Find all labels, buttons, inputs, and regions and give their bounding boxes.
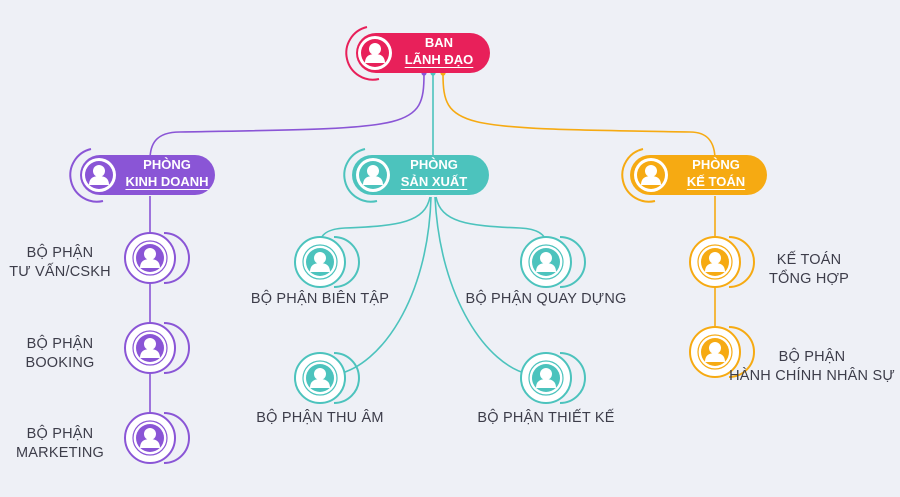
connector-production-recording	[337, 196, 432, 375]
production-title-line1: PHÒNG	[410, 157, 458, 172]
root-node[interactable]	[345, 26, 490, 81]
accounting-node[interactable]	[621, 148, 767, 203]
unit-label-sales-1: BỘ PHẬN TƯ VẤN/CSKH	[9, 245, 111, 280]
sales-title-line2: KINH DOANH	[125, 174, 209, 189]
unit-accounting-2[interactable]	[689, 326, 755, 378]
sales-title[interactable]: PHÒNG KINH DOANH	[120, 156, 214, 190]
root-title[interactable]: BAN LÃNH ĐẠO	[394, 34, 484, 68]
connector-root-sales	[149, 73, 425, 161]
unit-label-production-design: BỘ PHẬN THIẾT KẾ	[477, 410, 615, 426]
root-title-line1: BAN	[424, 35, 454, 50]
unit-label-sales-2: BỘ PHẬN BOOKING	[25, 336, 95, 371]
unit-label-accounting-1: KẾ TOÁN TỔNG HỢP	[768, 252, 850, 287]
unit-label-production-editing: BỘ PHẬN BIÊN TẬP	[250, 291, 390, 307]
unit-production-design[interactable]	[520, 352, 586, 404]
unit-production-filming[interactable]	[520, 236, 586, 288]
unit-production-editing[interactable]	[294, 236, 360, 288]
production-title[interactable]: PHÒNG SẢN XUẤT	[388, 156, 480, 190]
accounting-title-line2: KẾ TOÁN	[686, 174, 746, 189]
connector-root-accounting	[442, 73, 716, 161]
accounting-title-line1: PHÒNG	[692, 157, 740, 172]
unit-label-accounting-2: BỘ PHẬN HÀNH CHÍNH NHÂN SỰ	[729, 349, 895, 384]
unit-label-sales-3: BỘ PHẬN MARKETING	[16, 426, 104, 461]
unit-accounting-1[interactable]	[689, 236, 755, 288]
unit-label-production-recording: BỘ PHẬN THU ÂM	[256, 410, 384, 426]
accounting-title[interactable]: PHÒNG KẾ TOÁN	[670, 156, 762, 190]
root-title-line2: LÃNH ĐẠO	[404, 52, 474, 67]
unit-label-production-filming: BỘ PHẬN QUAY DỰNG	[465, 291, 627, 307]
connector-production-design	[434, 196, 529, 375]
unit-sales-3[interactable]	[124, 412, 190, 464]
production-node[interactable]	[343, 148, 489, 203]
unit-sales-2[interactable]	[124, 322, 190, 374]
sales-title-line1: PHÒNG	[143, 157, 191, 172]
sales-node[interactable]	[69, 148, 215, 203]
production-title-line2: SẢN XUẤT	[400, 174, 468, 189]
unit-production-recording[interactable]	[294, 352, 360, 404]
connector-production-filming	[435, 196, 547, 245]
unit-sales-1[interactable]	[124, 232, 190, 284]
